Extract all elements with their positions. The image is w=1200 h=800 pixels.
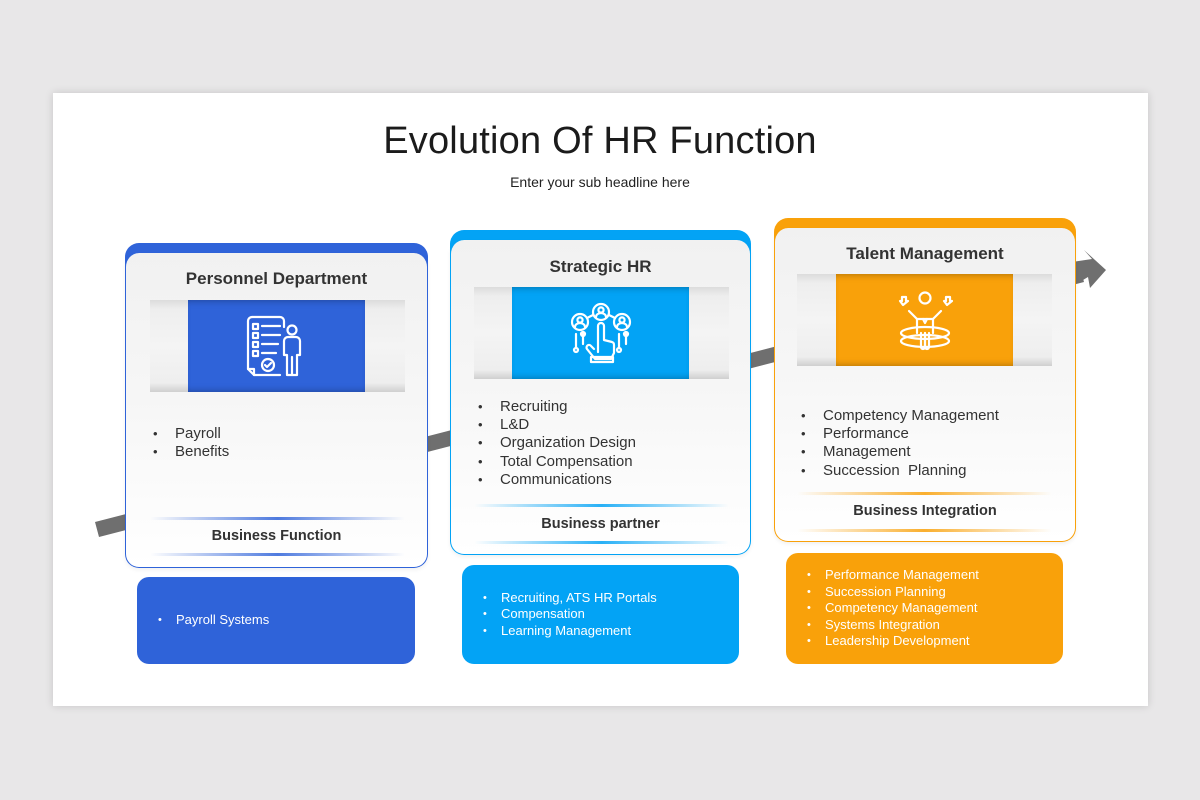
systems-box: Performance Management Succession Planni… [786,553,1063,664]
divider [797,492,1052,495]
divider [474,541,729,544]
bullet-item: Total Compensation [475,453,636,471]
divider [150,517,405,520]
person-growth-ring-icon [898,291,953,351]
card-footer-label: Business Function [211,528,342,544]
divider [474,504,729,507]
bullet-item: Payroll [150,425,229,443]
system-item: Leadership Development [805,633,979,650]
card-title: Talent Management [846,244,1004,263]
card-title: Personnel Department [185,269,368,288]
stage-bullet-list: Recruiting L&D Organization Design Total… [475,398,636,489]
system-item: Succession Planning [805,584,979,601]
icon-band [474,287,729,379]
system-item: Compensation [481,606,657,623]
card-footer-label: Business Integration [853,503,997,519]
bullet-item: Communications [475,471,636,489]
systems-box: Recruiting, ATS HR Portals Compensation … [462,565,739,664]
bullet-item: Recruiting [475,398,636,416]
card-footer-label: Business partner [541,516,660,532]
bullet-item: Organization Design [475,434,636,452]
bullet-item: Competency Management [798,407,999,425]
bullet-item: Management [798,443,999,461]
slide-title: Evolution Of HR Function [383,120,817,162]
card-title: Strategic HR [549,257,652,276]
icon-band [797,274,1052,366]
divider [797,529,1052,532]
bullet-item: Performance [798,425,999,443]
system-item: Learning Management [481,623,657,640]
bullet-item: Succession Planning [798,462,999,480]
divider [150,553,405,556]
stage-bullet-list: Payroll Benefits [150,425,229,462]
icon-band [150,300,405,392]
system-item: Recruiting, ATS HR Portals [481,590,657,607]
slide-subtitle: Enter your sub headline here [510,174,690,190]
hand-select-people-icon [570,302,631,364]
system-item: Payroll Systems [156,612,269,629]
system-item: Systems Integration [805,617,979,634]
bullet-item: L&D [475,416,636,434]
system-item: Performance Management [805,567,979,584]
checklist-person-icon [246,315,301,377]
bullet-item: Benefits [150,443,229,461]
stage-bullet-list: Competency Management Performance Manage… [798,407,999,480]
systems-box: Payroll Systems [137,577,415,664]
system-item: Competency Management [805,600,979,617]
